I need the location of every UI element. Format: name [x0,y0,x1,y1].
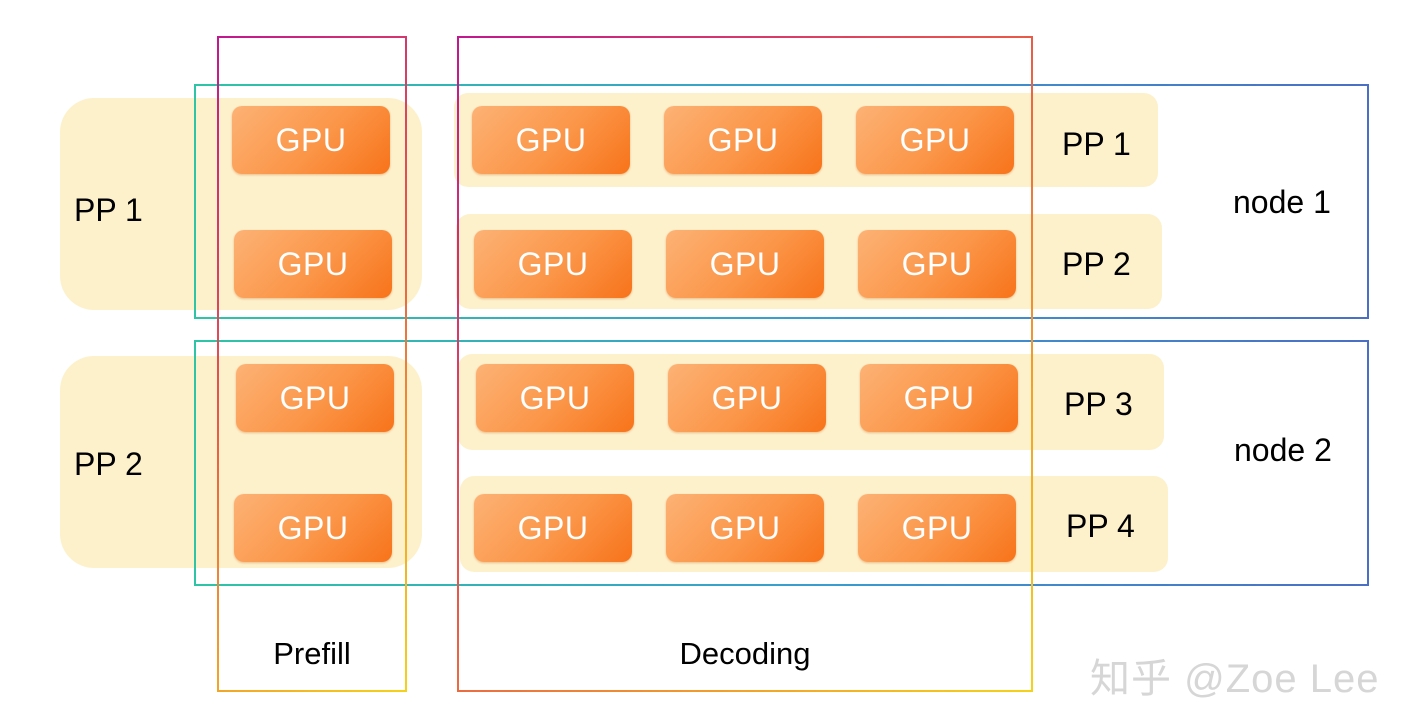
decoding-frame [457,36,1033,692]
decoding-label: Decoding [679,636,811,671]
prefill-group-label-2: PP 2 [74,446,143,482]
decoding-row-label-3: PP 3 [1064,386,1133,422]
decoding-row-label-4: PP 4 [1066,508,1135,544]
prefill-frame [217,36,407,692]
decoding-row-label-1: PP 1 [1062,126,1131,162]
node-label-2: node 2 [1234,432,1332,468]
node-label-1: node 1 [1233,184,1331,220]
decoding-row-label-2: PP 2 [1062,246,1131,282]
prefill-label: Prefill [273,636,351,671]
prefill-group-label-1: PP 1 [74,192,143,228]
watermark: 知乎 @Zoe Lee [1090,657,1380,701]
